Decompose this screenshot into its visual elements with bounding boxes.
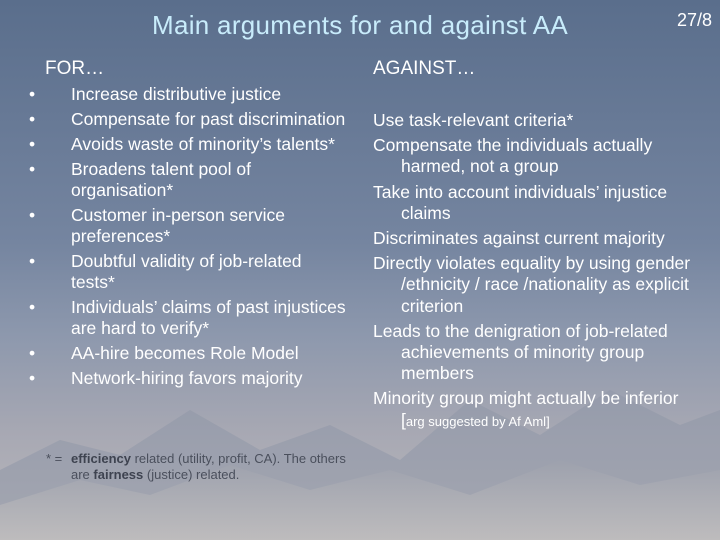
- bullet-icon: •: [29, 84, 36, 104]
- list-item: Discriminates against current majority: [373, 228, 665, 249]
- list-item: •Individuals’ claims of past injustices …: [29, 297, 346, 338]
- list-item: Use task-relevant criteria*: [373, 110, 574, 130]
- bullet-icon: •: [29, 205, 36, 225]
- list-item: •Network-hiring favors majority: [29, 368, 303, 388]
- bullet-icon: •: [29, 343, 36, 363]
- list-item: •Avoids waste of minority’s talents*: [29, 134, 335, 154]
- bullet-icon: •: [29, 134, 36, 154]
- footnote-text: efficiency related (utility, profit, CA)…: [71, 451, 346, 482]
- for-list: •Increase distributive justice •Compensa…: [26, 84, 346, 393]
- bullet-icon: •: [29, 159, 36, 179]
- bullet-icon: •: [29, 251, 36, 271]
- for-heading: FOR…: [45, 58, 105, 79]
- bullet-icon: •: [29, 109, 36, 129]
- list-item: •Customer in-person service preferences*: [29, 205, 285, 246]
- list-item: •AA-hire becomes Role Model: [29, 343, 299, 363]
- list-item: •Broadens talent pool of organisation*: [29, 159, 251, 200]
- list-item: •Doubtful validity of job-related tests*: [29, 251, 302, 292]
- bullet-icon: •: [29, 368, 36, 388]
- list-item: Compensate the individuals actually harm…: [373, 135, 653, 177]
- list-item: Take into account individuals’ injustice…: [373, 181, 668, 223]
- footnote-marker: * =: [46, 451, 63, 466]
- list-item: •Increase distributive justice: [29, 84, 282, 104]
- mountain-background: [0, 390, 720, 540]
- list-item: Leads to the denigration of job-related …: [373, 320, 668, 384]
- slide-title: Main arguments for and against AA: [151, 10, 569, 40]
- footnote: * = efficiency related (utility, profit,…: [46, 451, 346, 483]
- against-heading: AGAINST…: [373, 58, 476, 79]
- page-number: 27/8: [676, 10, 712, 30]
- against-list: Use task-relevant criteria* Compensate t…: [373, 110, 703, 432]
- list-item: Directly violates equality by using gend…: [373, 253, 691, 316]
- list-item: Minority group might actually be inferio…: [373, 388, 679, 430]
- bullet-icon: •: [29, 297, 36, 317]
- list-item: •Compensate for past discrimination: [29, 109, 346, 129]
